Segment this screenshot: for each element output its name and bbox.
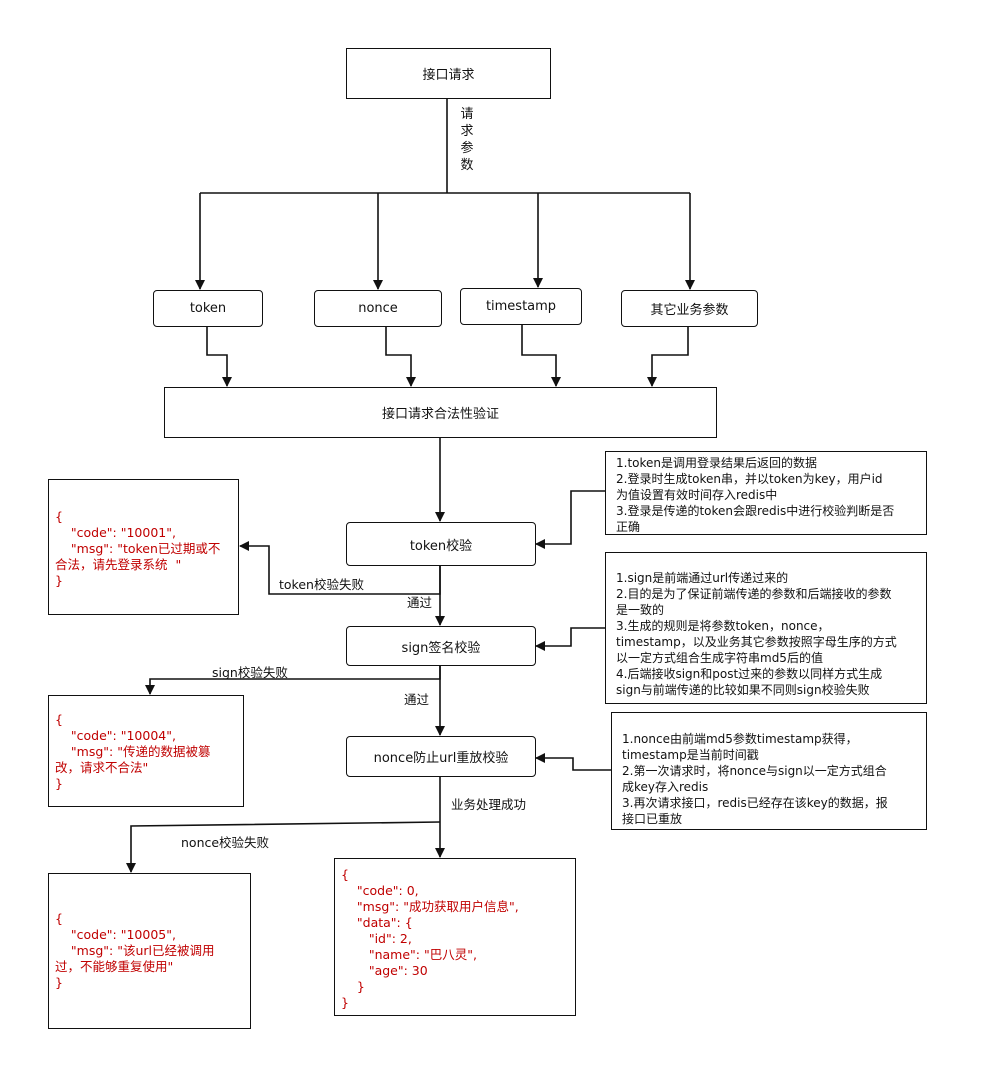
sign-pass-label: 通过: [404, 692, 430, 707]
json-line: 合法，请先登录系统 ": [55, 557, 182, 572]
api-request-node: 接口请求: [346, 48, 551, 99]
nonce-fail-path: [126, 821, 441, 873]
request-params-char: 请: [460, 107, 474, 122]
json-line: 改，请求不合法": [55, 760, 149, 775]
note-line: 3.生成的规则是将参数token，nonce，: [616, 619, 830, 633]
sign-fail-response: { "code": "10004", "msg": "传递的数据被篡 改，请求不…: [48, 695, 244, 807]
note-line: 成key存入redis: [622, 780, 709, 794]
nonce-to-check: [385, 327, 416, 387]
note-line: 1.sign是前端通过url传递过来的: [616, 571, 789, 585]
json-line: }: [55, 975, 63, 990]
timestamp-to-check: [521, 324, 561, 387]
json-line: "code": 0,: [341, 883, 419, 898]
note-line: 4.后端接收sign和post过来的参数以同样方式生成: [616, 667, 883, 681]
business-success-label: 业务处理成功: [451, 797, 527, 812]
note-line: 接口已重放: [622, 812, 683, 826]
note-line: 3.登录是传递的token会跟redis中进行校验判断是否: [616, 504, 895, 518]
json-line: }: [341, 995, 349, 1010]
timestamp-param-label: timestamp: [485, 299, 557, 314]
json-line: "code": "10005",: [55, 927, 176, 942]
api-request-label: 接口请求: [422, 68, 475, 83]
json-line: }: [55, 573, 63, 588]
note-line: 1.token是调用登录结果后返回的数据: [616, 456, 818, 470]
note-line: timestamp，以及业务其它参数按照字母生序的方式: [616, 635, 897, 649]
note-line: timestamp是当前时间戳: [622, 748, 759, 762]
token-note-link: [535, 490, 605, 549]
json-line: 过，不能够重复使用": [55, 959, 174, 974]
json-line: "data": {: [341, 915, 413, 930]
success-response: { "code": 0, "msg": "成功获取用户信息", "data": …: [334, 858, 576, 1016]
timestamp-param-node: timestamp: [460, 288, 582, 325]
legality-check-label: 接口请求合法性验证: [381, 407, 499, 422]
json-line: }: [55, 776, 63, 791]
other-params-label: 其它业务参数: [650, 303, 729, 318]
sign-note: 1.sign是前端通过url传递过来的 2.目的是为了保证前端传递的参数和后端接…: [605, 552, 927, 704]
token-fail-label: token校验失败: [279, 577, 364, 592]
nonce-param-node: nonce: [314, 290, 442, 327]
note-line: 2.登录时生成token串，并以token为key，用户id: [616, 472, 883, 486]
nonce-note: 1.nonce由前端md5参数timestamp获得， timestamp是当前…: [611, 712, 927, 830]
json-line: "msg": "token已过期或不: [55, 541, 221, 556]
json-line: "name": "巴八灵",: [341, 947, 477, 962]
request-params-char: 求: [460, 124, 474, 139]
sign-fail-label: sign校验失败: [212, 665, 288, 680]
nonce-check-node: nonce防止url重放校验: [346, 736, 536, 777]
note-line: sign与前端传递的比较如果不同则sign校验失败: [616, 683, 870, 697]
token-param-node: token: [153, 290, 263, 327]
token-check-label: token校验: [409, 538, 473, 554]
note-line: 正确: [616, 520, 641, 534]
other-params-node: 其它业务参数: [621, 290, 758, 327]
json-line: {: [55, 911, 63, 926]
json-line: "msg": "成功获取用户信息",: [341, 899, 519, 914]
json-line: "code": "10004",: [55, 728, 176, 743]
json-line: {: [341, 867, 349, 882]
token-to-check: [206, 327, 232, 387]
json-line: {: [55, 712, 63, 727]
other-to-check: [647, 327, 689, 387]
note-line: 3.再次请求接口，redis已经存在该key的数据，报: [622, 796, 888, 810]
note-line: 是一致的: [616, 603, 665, 617]
legality-check-node: 接口请求合法性验证: [164, 387, 717, 438]
nonce-note-link: [535, 753, 611, 771]
note-line: 2.第一次请求时，将nonce与sign以一定方式组合: [622, 764, 887, 778]
note-line: 以一定方式组合生成字符串md5后的值: [616, 651, 823, 665]
nonce-fail-label: nonce校验失败: [181, 835, 270, 850]
sign-note-link: [535, 627, 605, 651]
json-line: "msg": "该url已经被调用: [55, 943, 215, 958]
sign-check-label: sign签名校验: [401, 640, 481, 656]
json-line: "id": 2,: [341, 931, 412, 946]
nonce-param-label: nonce: [358, 301, 398, 316]
token-pass-label: 通过: [407, 595, 433, 610]
note-line: 2.目的是为了保证前端传递的参数和后端接收的参数: [616, 587, 892, 601]
token-check-node: token校验: [346, 522, 536, 566]
note-line: 为值设置有效时间存入redis中: [616, 488, 778, 502]
token-param-label: token: [189, 301, 227, 316]
json-line: "age": 30: [341, 963, 428, 978]
sign-fail-path: [145, 666, 441, 695]
request-params-label: 请 求 参 数: [459, 106, 475, 174]
request-params-char: 参: [460, 141, 474, 156]
json-line: {: [55, 509, 63, 524]
json-line: }: [341, 979, 365, 994]
note-line: 1.nonce由前端md5参数timestamp获得，: [622, 732, 858, 746]
nonce-fail-response: { "code": "10005", "msg": "该url已经被调用 过，不…: [48, 873, 251, 1029]
token-fail-response: { "code": "10001", "msg": "token已过期或不 合法…: [48, 479, 239, 615]
token-note: 1.token是调用登录结果后返回的数据 2.登录时生成token串，并以tok…: [605, 451, 927, 535]
json-line: "code": "10001",: [55, 525, 176, 540]
sign-check-node: sign签名校验: [346, 626, 536, 666]
request-params-char: 数: [460, 158, 474, 173]
json-line: "msg": "传递的数据被篡: [55, 744, 211, 759]
nonce-check-label: nonce防止url重放校验: [373, 751, 509, 766]
